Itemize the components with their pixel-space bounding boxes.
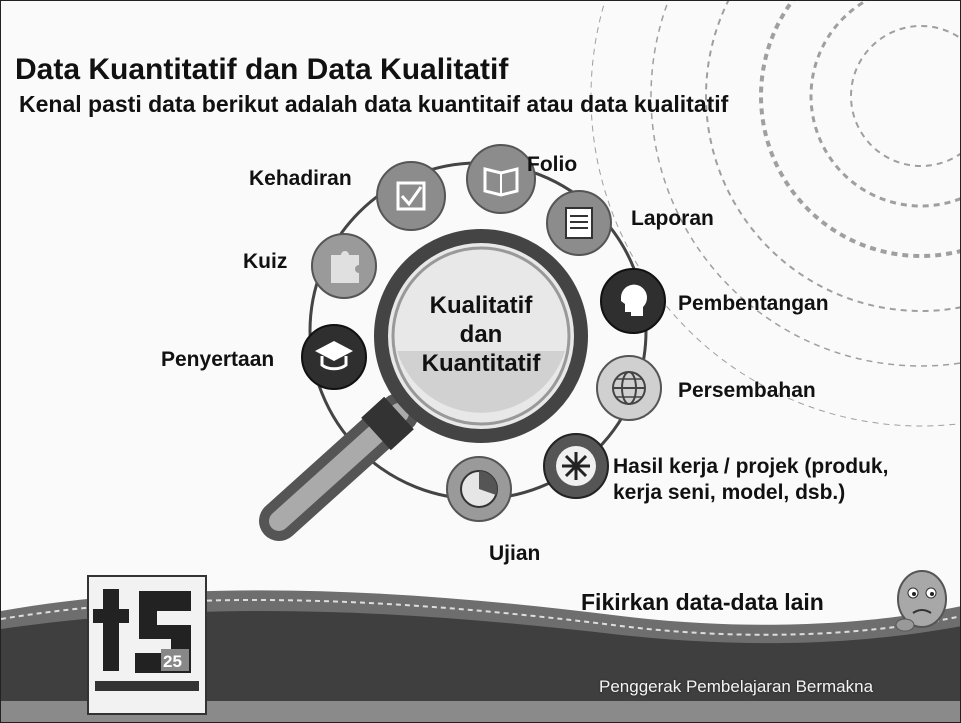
kehadiran-icon bbox=[376, 161, 446, 231]
hasil-kerja-icon bbox=[543, 433, 609, 499]
logo-mark-icon bbox=[93, 589, 199, 691]
folio-icon bbox=[466, 144, 536, 214]
label-hasil-kerja: Hasil kerja / projek (produk, kerja seni… bbox=[613, 454, 888, 506]
label-ujian: Ujian bbox=[489, 542, 541, 565]
lens-text-line3: Kuantitatif bbox=[421, 350, 541, 377]
lens-text: Kualitatif dan Kuantitatif bbox=[406, 291, 556, 378]
pembentangan-icon bbox=[600, 268, 666, 334]
label-kehadiran: Kehadiran bbox=[249, 167, 352, 190]
label-laporan: Laporan bbox=[631, 207, 714, 230]
label-hasil-kerja-line2: kerja seni, model, dsb.) bbox=[613, 481, 846, 504]
think-prompt: Fikirkan data-data lain bbox=[581, 589, 824, 615]
label-hasil-kerja-line1: Hasil kerja / projek (produk, bbox=[613, 455, 889, 478]
lens-text-line1: Kualitatif bbox=[429, 292, 533, 319]
kuiz-icon bbox=[311, 233, 377, 299]
logo-number: 25 bbox=[163, 652, 182, 671]
lens-text-line2: dan bbox=[459, 321, 503, 348]
label-kuiz: Kuiz bbox=[243, 250, 288, 273]
label-pembentangan: Pembentangan bbox=[678, 292, 829, 315]
logo: 25 bbox=[87, 575, 207, 715]
ujian-icon bbox=[446, 456, 512, 522]
label-penyertaan: Penyertaan bbox=[161, 348, 275, 371]
thinking-face-icon bbox=[895, 570, 947, 632]
magnifier-handle bbox=[259, 393, 419, 541]
slide-title: Data Kuantitatif dan Data Kualitatif bbox=[15, 53, 509, 86]
label-folio: Folio bbox=[527, 153, 578, 176]
label-persembahan: Persembahan bbox=[678, 379, 816, 402]
tagline: Penggerak Pembelajaran Bermakna bbox=[599, 677, 874, 696]
persembahan-icon bbox=[596, 355, 662, 421]
slide-subtitle: Kenal pasti data berikut adalah data kua… bbox=[19, 91, 729, 117]
laporan-icon bbox=[546, 190, 612, 256]
penyertaan-icon bbox=[301, 324, 367, 390]
